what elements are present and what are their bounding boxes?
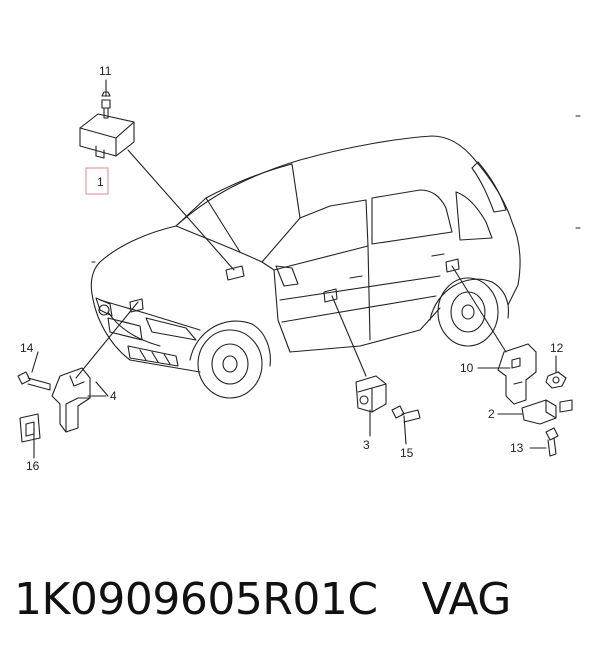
part-10-bracket xyxy=(497,343,537,405)
callout-4: 4 xyxy=(110,389,117,403)
callout-15: 15 xyxy=(400,446,414,460)
car-illustration xyxy=(90,115,581,399)
callout-2: 2 xyxy=(488,407,495,421)
callout-3: 3 xyxy=(363,438,370,452)
part-caption: 1K0909605R01C VAG xyxy=(14,574,511,625)
callout-10: 10 xyxy=(460,361,474,375)
callout-labels: 1 11 14 4 16 3 15 10 12 2 13 xyxy=(20,64,564,473)
part-number: 1K0909605R01C xyxy=(14,574,378,625)
leader-lines xyxy=(31,79,557,459)
callout-16: 16 xyxy=(26,459,40,473)
marker-side-door xyxy=(323,288,338,303)
part-1-control-module xyxy=(79,91,135,159)
marker-dashboard xyxy=(225,265,245,281)
part-2-rear-sensor xyxy=(521,371,573,457)
callout-12: 12 xyxy=(550,341,564,355)
marker-front xyxy=(129,298,144,313)
callout-1-highlight xyxy=(85,167,109,195)
marker-rear-door xyxy=(445,258,460,273)
brand-name: VAG xyxy=(421,574,512,625)
callout-14: 14 xyxy=(20,341,34,355)
part-4-front-sensor xyxy=(17,367,91,443)
callout-11: 11 xyxy=(99,64,112,78)
callout-1: 1 xyxy=(97,175,104,189)
callout-13: 13 xyxy=(510,441,524,455)
part-3-side-sensor xyxy=(355,375,421,423)
